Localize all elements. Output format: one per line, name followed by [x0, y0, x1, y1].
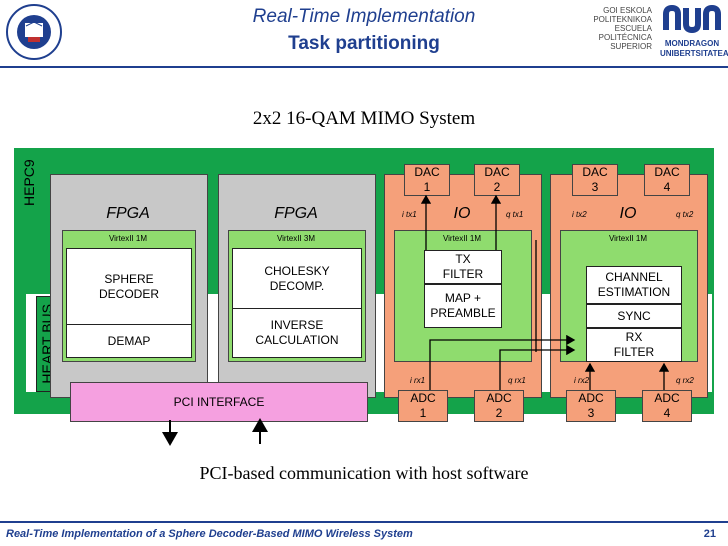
rx-filter-block: RX FILTER [586, 328, 682, 362]
irx2-label: i rx2 [574, 376, 590, 385]
dac4-box: DAC 4 [644, 164, 690, 196]
irx1-label: i rx1 [410, 376, 426, 385]
mondragon-text: MONDRAGON [664, 39, 720, 48]
adc1-to-rxfilter [429, 334, 576, 390]
footer-divider [0, 521, 728, 523]
diagram-subtitle: 2x2 16-QAM MIMO System [252, 108, 476, 129]
slide-title-line2: Task partitioning [288, 33, 440, 54]
io2-chip-label: VirtexII 1M [608, 234, 648, 243]
adc2-box: ADC 2 [474, 390, 524, 422]
channel-estimation-block: CHANNEL ESTIMATION [586, 266, 682, 304]
inverse-calc-block: INVERSE CALCULATION [232, 308, 362, 358]
fpga1-label: FPGA [106, 205, 150, 222]
demap-block: DEMAP [66, 324, 192, 358]
qrx1-label: q rx1 [508, 376, 526, 385]
itx1-label: i tx1 [402, 210, 417, 219]
fpga2-label: FPGA [274, 205, 318, 222]
pci-interface: PCI INTERFACE [70, 382, 368, 422]
adc2-to-rxfilter [499, 344, 576, 390]
diagram-caption: PCI-based communication with host softwa… [199, 463, 529, 483]
page-number: 21 [703, 528, 716, 540]
adc4-box: ADC 4 [642, 390, 692, 422]
fpga1-chip-label: VirtexII 1M [108, 234, 148, 243]
itx2-label: i tx2 [572, 210, 587, 219]
io1-chip-label: VirtexII 1M [442, 234, 482, 243]
cholesky-block: CHOLESKY DECOMP. [232, 248, 362, 310]
adc3-box: ADC 3 [566, 390, 616, 422]
unibertsitatea-text: UNIBERTSITATEA [660, 49, 728, 58]
map-preamble-block: MAP + PREAMBLE [424, 284, 502, 328]
tx-filter-block: TX FILTER [424, 250, 502, 284]
qtx1-label: q tx1 [506, 210, 524, 219]
sphere-decoder-block: SPHERE DECODER [66, 248, 192, 326]
slide-title-line1: Real-Time Implementation [252, 6, 476, 27]
io2-label: IO [619, 205, 637, 222]
header-divider [0, 66, 728, 68]
sync-block: SYNC [586, 304, 682, 328]
dac2-box: DAC 2 [474, 164, 520, 196]
school-logo-text: GOI ESKOLA POLITEKNIKOA ESCUELA POLITÉCN… [593, 6, 652, 51]
mondragon-logo: MONDRAGON UNIBERTSITATEA [660, 4, 728, 62]
edinburgh-seal-logo [6, 4, 62, 60]
qtx2-label: q tx2 [676, 210, 694, 219]
adc1-box: ADC 1 [398, 390, 448, 422]
footer-text: Real-Time Implementation of a Sphere Dec… [6, 528, 413, 540]
io1-label: IO [453, 205, 471, 222]
dac3-box: DAC 3 [572, 164, 618, 196]
qrx2-label: q rx2 [676, 376, 694, 385]
fpga2-chip-label: VirtexII 3M [276, 234, 316, 243]
